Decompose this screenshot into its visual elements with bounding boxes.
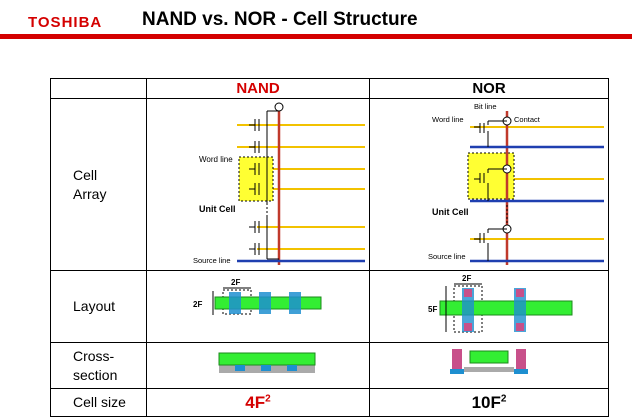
nand-gate-1	[229, 292, 241, 314]
nand-diffusion-3	[287, 365, 297, 371]
nand-word-line-label: Word line	[199, 155, 233, 164]
nor-column-header: NOR	[369, 78, 609, 99]
cell-array-label: Cell Array	[50, 98, 147, 271]
nand-transistor-string	[249, 110, 279, 260]
nand-cell-size: 4F2	[146, 388, 370, 417]
nor-cross-section	[369, 342, 609, 389]
nor-contact-label: Contact	[514, 115, 541, 124]
nor-poly	[469, 350, 509, 364]
nor-source-lines	[470, 145, 604, 263]
nand-diffusion-2	[261, 365, 271, 371]
nor-cell-array-diagram: Bit line Word line Contact	[428, 102, 604, 265]
nand-cell-array-diagram: Word line Unit Cell Source line	[193, 102, 365, 265]
nand-source-line-label: Source line	[193, 256, 231, 265]
nor-bit-line-label: Bit line	[474, 102, 497, 111]
nor-diffusion-left	[450, 369, 464, 374]
nor-layout: 2F 5F	[369, 270, 609, 343]
nor-cell-array: Bit line Word line Contact	[369, 98, 609, 271]
cross-section-label: Cross- section	[50, 342, 147, 389]
nor-word-line-label: Word line	[432, 115, 464, 124]
nand-cell-size-exponent: 2	[265, 392, 271, 404]
nand-layout: 2F 2F	[146, 270, 370, 343]
nor-contact-1	[464, 289, 472, 297]
cell-size-label: Cell size	[50, 388, 147, 417]
nand-word-lines	[237, 124, 365, 250]
nand-cell-array: Word line Unit Cell Source line	[146, 98, 370, 271]
nor-contact-3	[516, 289, 524, 297]
nor-contact-4	[516, 323, 524, 331]
nor-transistors	[474, 120, 508, 261]
comparison-table: NAND NOR Cell Array	[50, 78, 609, 417]
nand-diffusion-1	[235, 365, 245, 371]
nand-gate-2	[259, 292, 271, 314]
nor-substrate	[464, 367, 514, 372]
nor-cell-size: 10F2	[369, 388, 609, 417]
cell-array-label-line1: Cell	[73, 166, 98, 183]
nor-contact-right	[516, 349, 526, 371]
nor-cross-section-diagram	[450, 349, 528, 374]
header-rule	[0, 34, 632, 39]
layout-row: Layout 2F 2F 2F	[50, 270, 609, 343]
nor-layout-width-label: 2F	[462, 274, 471, 283]
cell-size-row: Cell size 4F2 10F2	[50, 388, 609, 417]
nand-cross-section-diagram	[218, 352, 316, 373]
cross-section-label-line1: Cross-	[73, 347, 115, 364]
nor-cell-size-exponent: 2	[500, 392, 507, 404]
nand-unit-cell-box	[238, 156, 274, 202]
nand-layout-width-label: 2F	[231, 278, 240, 287]
cell-array-label-line2: Array	[73, 185, 107, 202]
nor-gate-1	[462, 288, 474, 332]
cross-section-row: Cross- section	[50, 342, 609, 389]
nand-cell-size-value: 4F	[245, 392, 266, 412]
nor-gate-2	[514, 288, 526, 332]
cell-array-row: Cell Array	[50, 98, 609, 271]
nor-source-line-label: Source line	[428, 252, 466, 261]
nand-layout-height-label: 2F	[193, 300, 202, 309]
nand-unit-cell-label: Unit Cell	[199, 204, 236, 214]
cross-section-label-line2: section	[73, 366, 118, 383]
nand-layout-diagram: 2F 2F	[193, 278, 322, 315]
nor-contact-left	[452, 349, 462, 371]
nand-gate-3	[289, 292, 301, 314]
nand-bit-contact	[274, 102, 284, 112]
nor-active-area	[439, 300, 573, 316]
nor-layout-diagram: 2F 5F	[428, 274, 573, 333]
nor-unit-cell-label: Unit Cell	[432, 207, 469, 217]
nand-column-header: NAND	[146, 78, 370, 99]
corner-cell	[50, 78, 147, 99]
nor-contact-2	[464, 323, 472, 331]
nor-layout-height-label: 5F	[428, 305, 437, 314]
nor-cell-size-value: 10F	[471, 392, 501, 412]
layout-label: Layout	[50, 270, 147, 343]
header-row: NAND NOR	[50, 78, 609, 99]
page-title: NAND vs. NOR - Cell Structure	[142, 9, 418, 30]
brand-logo: TOSHIBA	[28, 14, 103, 31]
nand-cross-section	[146, 342, 370, 389]
nor-diffusion-right	[514, 369, 528, 374]
nand-poly	[218, 352, 316, 366]
